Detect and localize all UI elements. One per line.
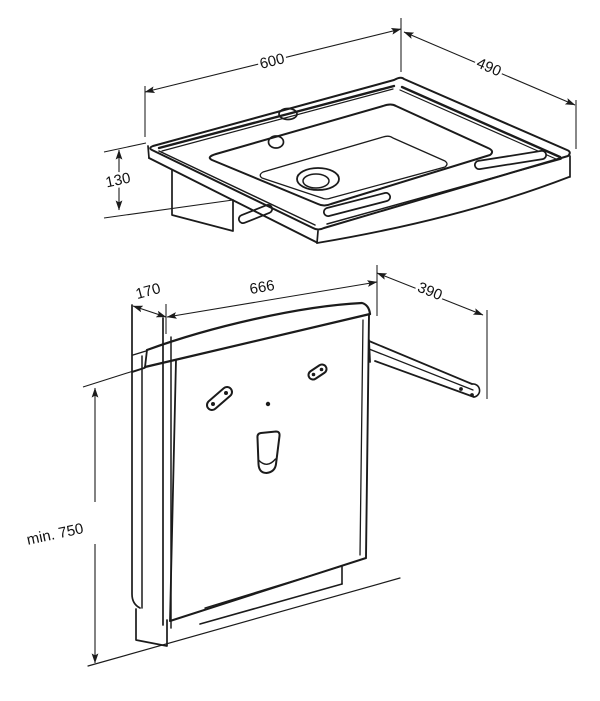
dim-490-label: 490 — [474, 55, 504, 81]
hose-cutout — [256, 430, 281, 474]
apron-front-corner-edge — [316, 230, 319, 244]
basin-lift-unit-view: 170 666 390 min. 750 — [23, 265, 488, 667]
apron-left-corner-edge — [147, 145, 150, 159]
dim-390-line — [376, 272, 484, 316]
arm-end-pin — [470, 393, 474, 397]
dim-750-label: min. 750 — [25, 520, 85, 549]
dim-600-label: 600 — [258, 50, 286, 73]
mounting-slot-right — [307, 363, 328, 381]
dimension-170: 170 — [131, 278, 167, 334]
rim-inner-edge-front-left — [158, 150, 316, 226]
support-arm — [368, 339, 481, 398]
rim-inner-edge-front-right — [326, 158, 562, 225]
bowl-floor — [259, 135, 448, 200]
washbasin-isometric-view: 600 490 130 — [102, 18, 577, 244]
rim-inner-edge-back-right — [400, 85, 562, 159]
dim-666-label: 666 — [248, 277, 276, 298]
side-rail — [131, 304, 172, 629]
panel-right-edge — [365, 314, 370, 558]
dim-170-line — [132, 305, 167, 318]
dimension-390: 390 — [376, 272, 488, 399]
rim-inner-accent-back-left — [161, 88, 394, 152]
panel-right-inner-edge — [359, 319, 364, 556]
basin-pedestal — [171, 169, 234, 232]
dim-130-ext-top — [103, 142, 147, 153]
dimension-min-750: min. 750 — [23, 366, 147, 664]
rail-foot — [135, 608, 168, 647]
dim-666-line — [166, 280, 378, 319]
rim-slot-front-left — [238, 204, 273, 224]
drain-hole — [296, 167, 340, 191]
dim-600-line — [144, 27, 402, 94]
arm-pivot-hole — [459, 387, 463, 391]
basin-rim-outline — [149, 76, 571, 231]
dimension-666: 666 — [166, 265, 378, 319]
dim-390-label: 390 — [415, 279, 445, 304]
dim-750-ext-top — [82, 366, 147, 388]
rim-inner-accent-back-right — [399, 89, 557, 160]
mounting-slot-left — [206, 386, 233, 411]
faucet-hole — [278, 107, 298, 121]
rim-inner-edge-back-left — [157, 84, 396, 150]
rim-slot-front — [323, 192, 391, 217]
floor-line — [87, 577, 401, 667]
basin-opening — [208, 103, 494, 207]
dim-130-label: 130 — [104, 170, 132, 192]
overflow-hole — [267, 135, 285, 149]
dim-170-label: 170 — [134, 280, 163, 303]
dim-490-line — [403, 31, 576, 106]
rim-slot-right — [474, 150, 547, 170]
apron-front-right-edge — [316, 176, 570, 244]
plinth — [199, 565, 343, 625]
dim-130-ext-bottom — [103, 199, 234, 219]
top-cap-band — [143, 301, 372, 369]
panel-small-hole — [265, 401, 271, 407]
